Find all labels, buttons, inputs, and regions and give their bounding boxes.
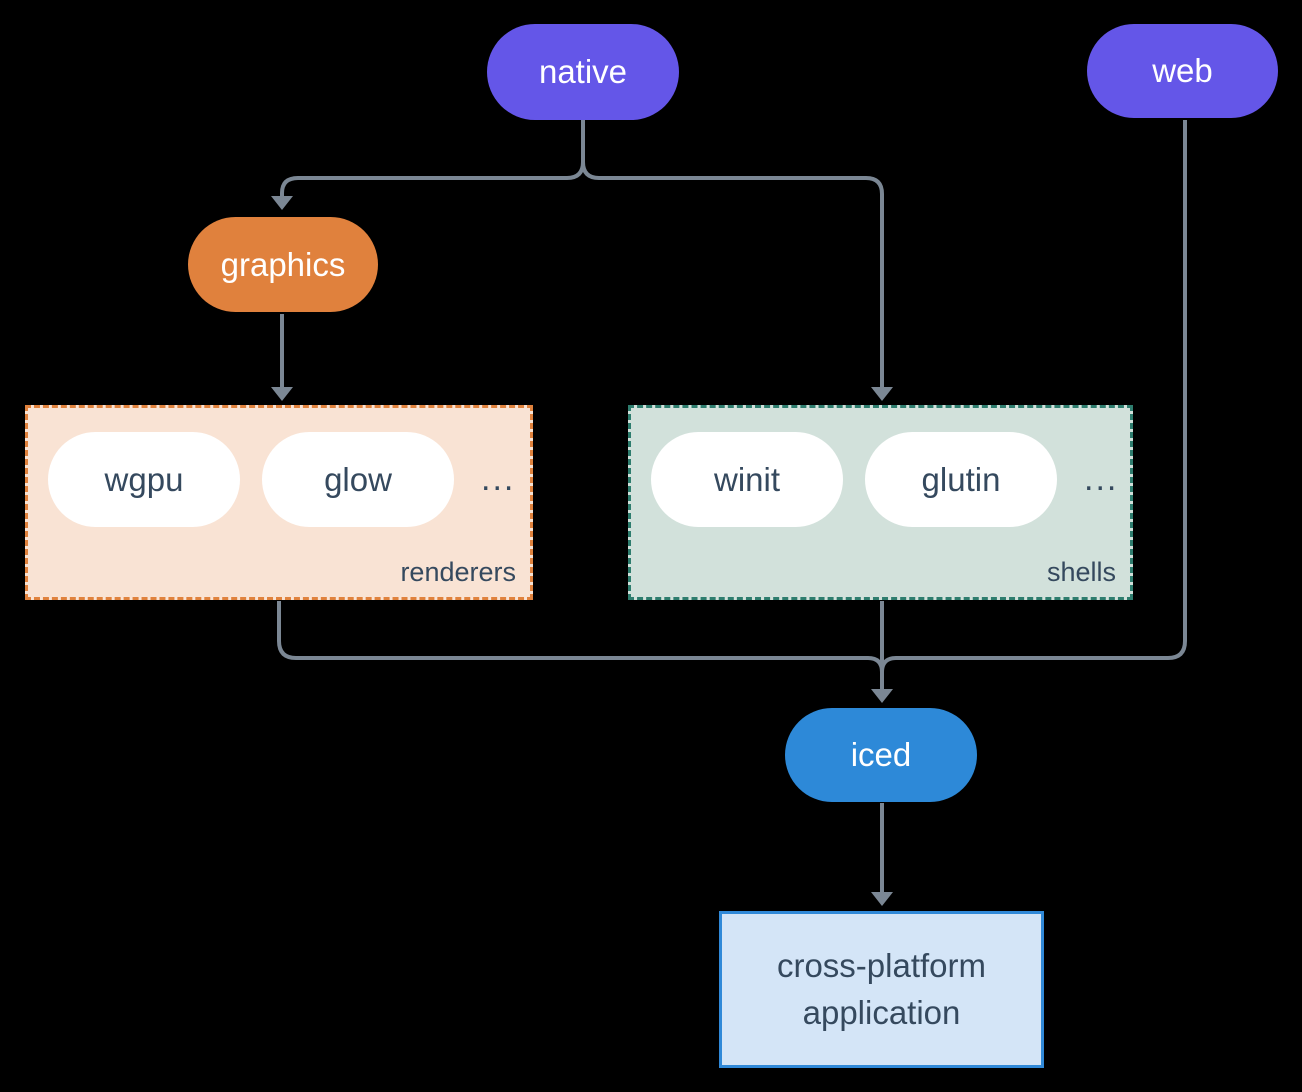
node-winit: winit — [651, 432, 843, 527]
node-wgpu: wgpu — [48, 432, 240, 527]
node-glutin-label: glutin — [921, 460, 1001, 498]
node-cross-platform-application: cross-platform application — [719, 911, 1044, 1068]
arrowhead-into-application — [871, 892, 893, 906]
node-glow-label: glow — [324, 460, 392, 498]
node-wgpu-label: wgpu — [104, 460, 184, 498]
arrowhead-into-shells — [871, 387, 893, 401]
edge-renderers-to-iced — [277, 601, 884, 676]
node-web-label: web — [1152, 52, 1213, 89]
shells-ellipsis: ... — [1084, 460, 1119, 498]
node-iced-label: iced — [850, 736, 912, 773]
application-label-line1: cross-platform — [776, 946, 987, 984]
node-iced: iced — [785, 708, 977, 802]
arrowhead-into-renderers — [271, 387, 293, 401]
group-shells: winit glutin ... shells — [628, 405, 1133, 600]
renderers-ellipsis: ... — [481, 460, 516, 498]
node-web: web — [1087, 24, 1278, 118]
edge-native-to-shells — [581, 120, 884, 387]
shells-items: winit glutin ... — [651, 432, 1118, 527]
application-label-line2: application — [802, 993, 961, 1031]
node-winit-label: winit — [713, 460, 781, 498]
renderers-group-label: renderers — [400, 557, 516, 587]
group-renderers: wgpu glow ... renderers — [25, 405, 533, 600]
node-native-label: native — [538, 53, 628, 90]
edge-native-to-graphics — [280, 120, 585, 196]
node-native: native — [487, 24, 679, 120]
node-graphics-label: graphics — [220, 245, 346, 283]
arrowhead-into-graphics — [271, 196, 293, 210]
renderers-items: wgpu glow ... — [48, 432, 515, 527]
node-graphics: graphics — [188, 217, 378, 312]
node-glutin: glutin — [865, 432, 1057, 527]
node-glow: glow — [262, 432, 454, 527]
shells-group-label: shells — [1046, 557, 1116, 587]
arrowhead-into-iced — [871, 689, 893, 703]
